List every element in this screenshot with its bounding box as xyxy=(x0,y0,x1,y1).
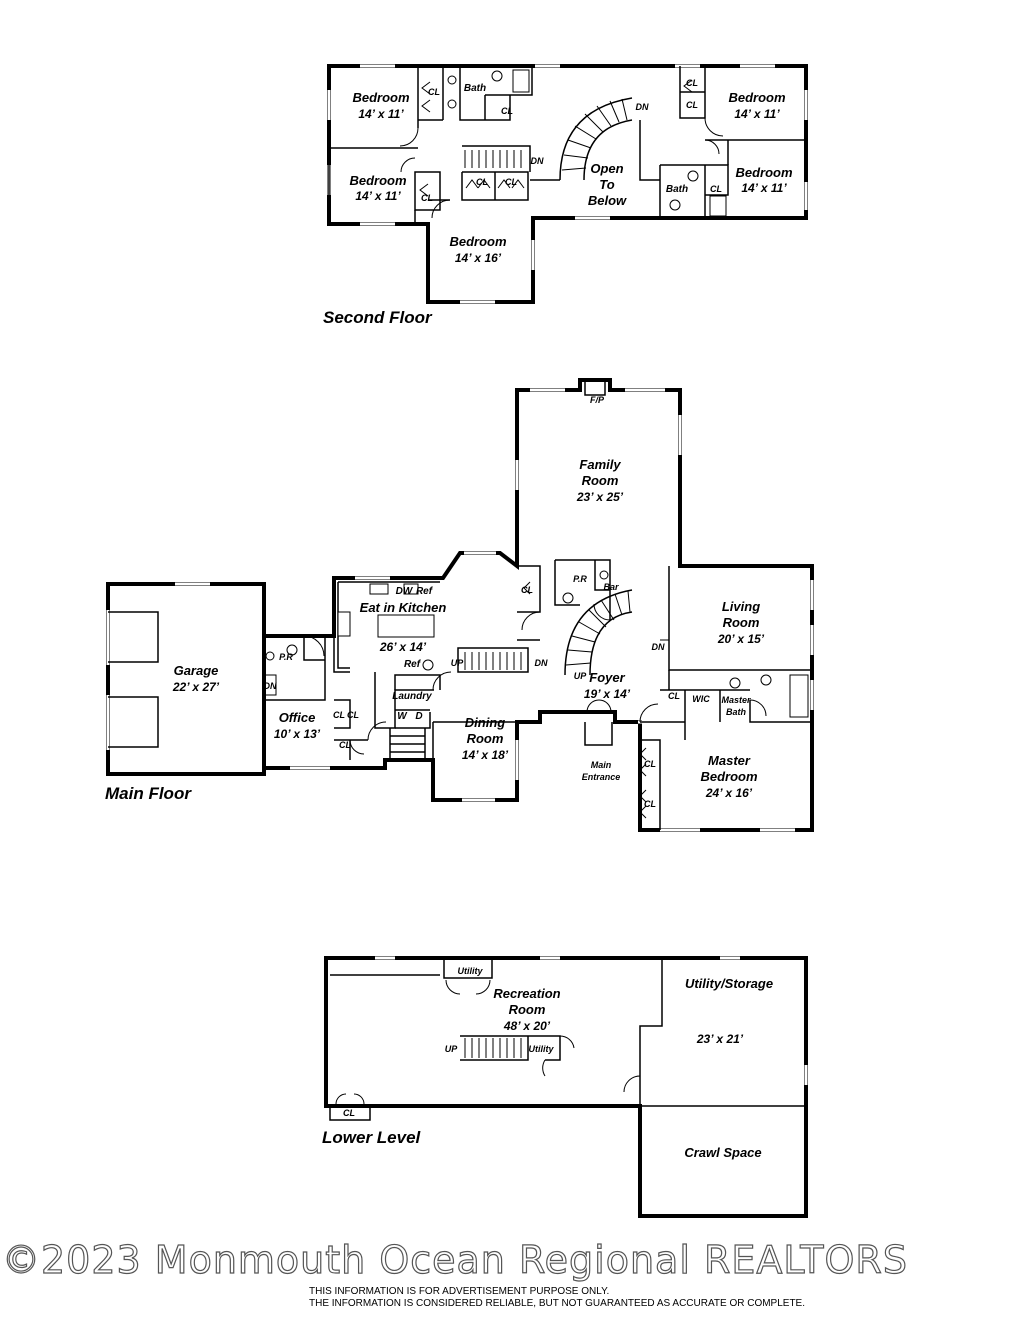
second-cl-8: CL xyxy=(710,184,722,194)
bar-label: Bar xyxy=(603,582,619,592)
kitchen-name: Eat in Kitchen xyxy=(360,600,447,615)
second-cl-5: CL xyxy=(421,193,433,203)
second-bedroom-e-size: 14’ x 11’ xyxy=(741,181,787,195)
lower-utility-label-1: Utility xyxy=(457,966,483,976)
main-up-1: UP xyxy=(451,658,464,668)
utility-storage-size: 23’ x 21’ xyxy=(696,1032,744,1046)
main-up-2: UP xyxy=(574,671,587,681)
family-name-1: Family xyxy=(579,457,621,472)
second-dn-2: DN xyxy=(636,102,649,112)
garage-name: Garage xyxy=(174,663,219,678)
utility-storage-name: Utility/Storage xyxy=(685,976,773,991)
dishwasher-label: DW xyxy=(396,586,414,597)
second-bedroom-ne-name: Bedroom xyxy=(728,90,786,105)
master-name-1: Master xyxy=(708,753,751,768)
second-dn-1: DN xyxy=(531,156,544,166)
lower-utility-label-2: Utility xyxy=(528,1044,554,1054)
main-cl-7: CL xyxy=(644,799,656,809)
main-dn-3: DN xyxy=(264,681,277,691)
second-bedroom-s-name: Bedroom xyxy=(449,234,507,249)
main-cl-4: CL xyxy=(339,740,351,750)
second-cl-6: CL xyxy=(686,78,698,88)
disclaimer-line-2: THE INFORMATION IS CONSIDERED RELIABLE, … xyxy=(309,1298,806,1309)
second-bath-2: Bath xyxy=(666,184,688,195)
lower-cl-label: CL xyxy=(343,1108,355,1118)
second-floor-title: Second Floor xyxy=(323,308,433,327)
recreation-name-1: Recreation xyxy=(493,986,560,1001)
main-cl-5: CL xyxy=(668,691,680,701)
main-floor-title: Main Floor xyxy=(105,784,192,803)
second-bath-1: Bath xyxy=(464,83,486,94)
lower-level-plan: Recreation Room 48’ x 20’ Utility/Storag… xyxy=(322,956,808,1218)
disclaimer-line-1: THIS INFORMATION IS FOR ADVERTISEMENT PU… xyxy=(309,1286,610,1297)
lower-level-title: Lower Level xyxy=(322,1128,422,1147)
main-cl-2: CL xyxy=(333,710,345,720)
foyer-size: 19’ x 14’ xyxy=(584,687,631,701)
main-dn-2: DN xyxy=(652,642,665,652)
powder-room-label-1: P.R xyxy=(279,652,293,662)
family-name-2: Room xyxy=(582,473,619,488)
garage-size: 22’ x 27’ xyxy=(172,680,220,694)
refrigerator-label-1: Ref xyxy=(416,586,434,597)
recreation-name-2: Room xyxy=(509,1002,546,1017)
second-bedroom-w-name: Bedroom xyxy=(349,173,407,188)
main-cl-1: CL xyxy=(521,585,533,595)
main-cl-6: CL xyxy=(644,759,656,769)
second-bedroom-w-size: 14’ x 11’ xyxy=(355,189,401,203)
second-bedroom-nw-size: 14’ x 11’ xyxy=(358,107,404,121)
recreation-size: 48’ x 20’ xyxy=(503,1019,551,1033)
main-floor-plan: Garage 22’ x 27’ Office 10’ x 13’ Eat in… xyxy=(105,378,814,832)
second-floor-plan: Bedroom 14’ x 11’ Bedroom 14’ x 11’ Bedr… xyxy=(323,64,808,327)
second-cl-7: CL xyxy=(686,100,698,110)
main-entrance-label-1: Main xyxy=(591,760,612,770)
wic-label: WIC xyxy=(692,694,710,704)
watermark: ©2023 Monmouth Ocean Regional REALTORS xyxy=(1,1237,908,1282)
second-bedroom-e-name: Bedroom xyxy=(735,165,793,180)
second-cl-4: CL xyxy=(505,177,517,187)
powder-room-label-2: P.R xyxy=(573,574,587,584)
living-name-1: Living xyxy=(722,599,760,614)
lower-up-label: UP xyxy=(445,1044,458,1054)
office-size: 10’ x 13’ xyxy=(274,727,321,741)
kitchen-size: 26’ x 14’ xyxy=(379,640,427,654)
second-bedroom-ne-size: 14’ x 11’ xyxy=(734,107,780,121)
dining-name-1: Dining xyxy=(465,715,505,730)
refrigerator-label-2: Ref xyxy=(404,659,422,670)
crawl-space-name: Crawl Space xyxy=(684,1145,761,1160)
main-dn-1: DN xyxy=(535,658,548,668)
fireplace-label: F/P xyxy=(590,395,605,405)
second-bedroom-s-size: 14’ x 16’ xyxy=(455,251,502,265)
living-name-2: Room xyxy=(723,615,760,630)
master-name-2: Bedroom xyxy=(700,769,758,784)
open-to-below-line1: Open xyxy=(590,161,623,176)
main-cl-3: CL xyxy=(347,710,359,720)
dryer-label: D xyxy=(415,711,422,722)
second-cl-3: CL xyxy=(476,177,488,187)
washer-label: W xyxy=(397,711,408,722)
office-name: Office xyxy=(279,710,316,725)
main-entrance-label-2: Entrance xyxy=(582,772,621,782)
second-bedroom-nw-name: Bedroom xyxy=(352,90,410,105)
second-cl-2: CL xyxy=(501,106,513,116)
master-bath-label-1: Master xyxy=(721,695,751,705)
open-to-below-line3: Below xyxy=(588,193,627,208)
master-size: 24’ x 16’ xyxy=(705,786,753,800)
dining-size: 14’ x 18’ xyxy=(462,748,509,762)
open-to-below-line2: To xyxy=(599,177,614,192)
living-size: 20’ x 15’ xyxy=(717,632,765,646)
second-cl-1: CL xyxy=(428,87,440,97)
laundry-label: Laundry xyxy=(392,691,432,702)
family-size: 23’ x 25’ xyxy=(576,490,624,504)
dining-name-2: Room xyxy=(467,731,504,746)
foyer-name: Foyer xyxy=(589,670,625,685)
master-bath-label-2: Bath xyxy=(726,707,747,717)
